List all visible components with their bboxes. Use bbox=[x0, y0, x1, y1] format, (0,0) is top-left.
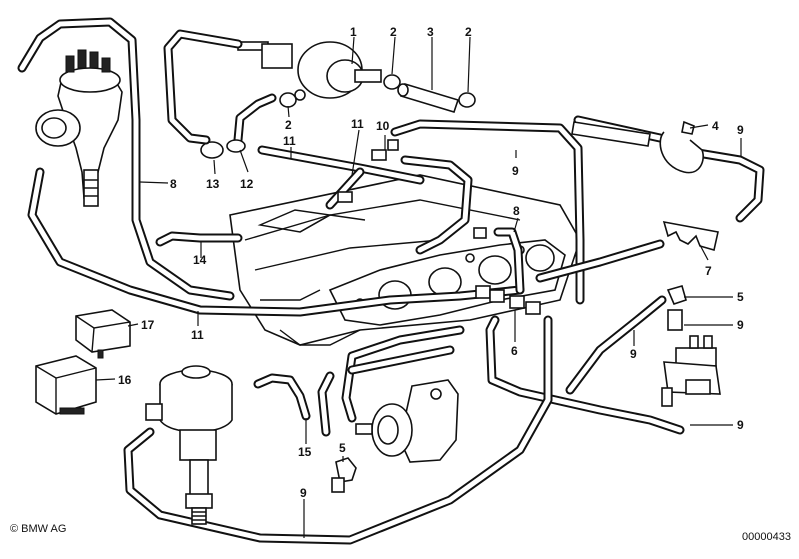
callout-9: 9 bbox=[300, 486, 307, 500]
relay-large bbox=[35, 355, 97, 415]
callout-5: 5 bbox=[339, 441, 346, 455]
callout-3: 3 bbox=[427, 25, 434, 39]
solenoid-valve bbox=[661, 335, 721, 407]
callout-9: 9 bbox=[630, 347, 637, 361]
callout-11: 11 bbox=[283, 134, 296, 148]
hose-strap bbox=[659, 120, 704, 174]
callout-2: 2 bbox=[285, 118, 292, 132]
callout-labels: 1 2 3 2 2 4 9 11 10 11 9 8 13 12 8 14 7 … bbox=[118, 25, 744, 500]
leader-lines bbox=[95, 36, 742, 538]
relay-small bbox=[75, 309, 131, 359]
vacuum-diaphragm bbox=[355, 379, 459, 463]
callout-6: 6 bbox=[511, 344, 518, 358]
callout-17: 17 bbox=[141, 318, 155, 332]
t-connector bbox=[337, 139, 399, 203]
short-hose bbox=[397, 83, 460, 113]
callout-9: 9 bbox=[737, 418, 744, 432]
callout-1: 1 bbox=[350, 25, 357, 39]
callout-9: 9 bbox=[512, 164, 519, 178]
bent-hose bbox=[226, 93, 277, 153]
hose-clamp bbox=[200, 74, 476, 159]
callout-11: 11 bbox=[351, 117, 364, 131]
air-pump-valve bbox=[145, 365, 233, 525]
angle-fitting bbox=[666, 285, 687, 331]
callout-11: 11 bbox=[191, 328, 204, 342]
straight-hose bbox=[571, 121, 651, 147]
callout-14: 14 bbox=[193, 253, 207, 267]
callout-7: 7 bbox=[705, 264, 712, 278]
callout-12: 12 bbox=[240, 177, 254, 191]
callout-2: 2 bbox=[390, 25, 397, 39]
callout-16: 16 bbox=[118, 373, 132, 387]
elbow-fitting bbox=[331, 457, 357, 493]
callout-10: 10 bbox=[376, 119, 390, 133]
callout-4: 4 bbox=[712, 119, 719, 133]
hose-connectors bbox=[473, 227, 541, 315]
callout-8: 8 bbox=[513, 204, 520, 218]
copyright-notice: © BMW AG bbox=[10, 523, 67, 535]
callout-9: 9 bbox=[737, 318, 744, 332]
callout-9: 9 bbox=[737, 123, 744, 137]
callout-8: 8 bbox=[170, 177, 177, 191]
vacuum-unit bbox=[237, 41, 382, 101]
distributor bbox=[35, 49, 123, 207]
intake-manifold bbox=[229, 174, 581, 346]
callout-13: 13 bbox=[206, 177, 220, 191]
callout-5: 5 bbox=[737, 290, 744, 304]
hose-holder bbox=[662, 220, 719, 252]
callout-2: 2 bbox=[465, 25, 472, 39]
drawing-number: 00000433 bbox=[742, 531, 791, 543]
callout-15: 15 bbox=[298, 445, 312, 459]
